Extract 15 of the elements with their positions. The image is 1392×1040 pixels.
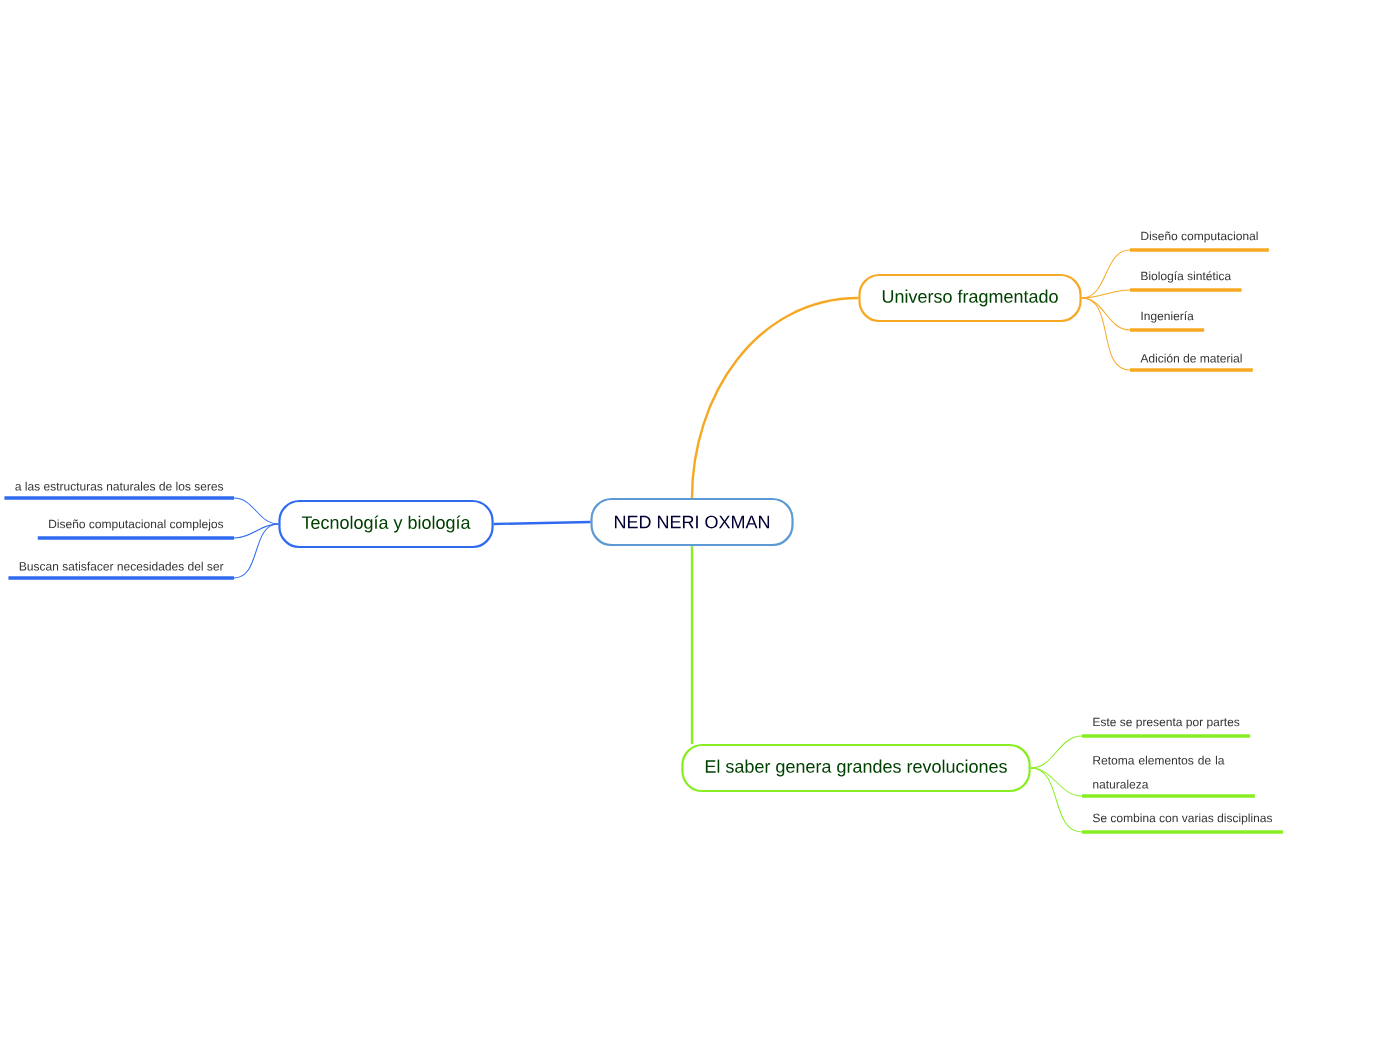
connector — [493, 520, 591, 526]
connector — [233, 497, 279, 525]
connector — [1081, 289, 1131, 299]
connector — [1081, 249, 1131, 299]
topic-box: Universo fragmentado — [858, 273, 1082, 323]
connector — [1030, 767, 1083, 797]
connector — [1081, 297, 1131, 371]
connector — [233, 523, 279, 579]
connector — [690, 296, 859, 498]
topic-box: NED NERI OXMAN — [590, 497, 794, 547]
topic-box: Tecnología y biología — [278, 499, 494, 549]
topic-box: El saber genera grandes revoluciones — [681, 743, 1031, 793]
connector — [690, 546, 694, 744]
connector — [1030, 735, 1083, 769]
connector — [1030, 767, 1083, 833]
